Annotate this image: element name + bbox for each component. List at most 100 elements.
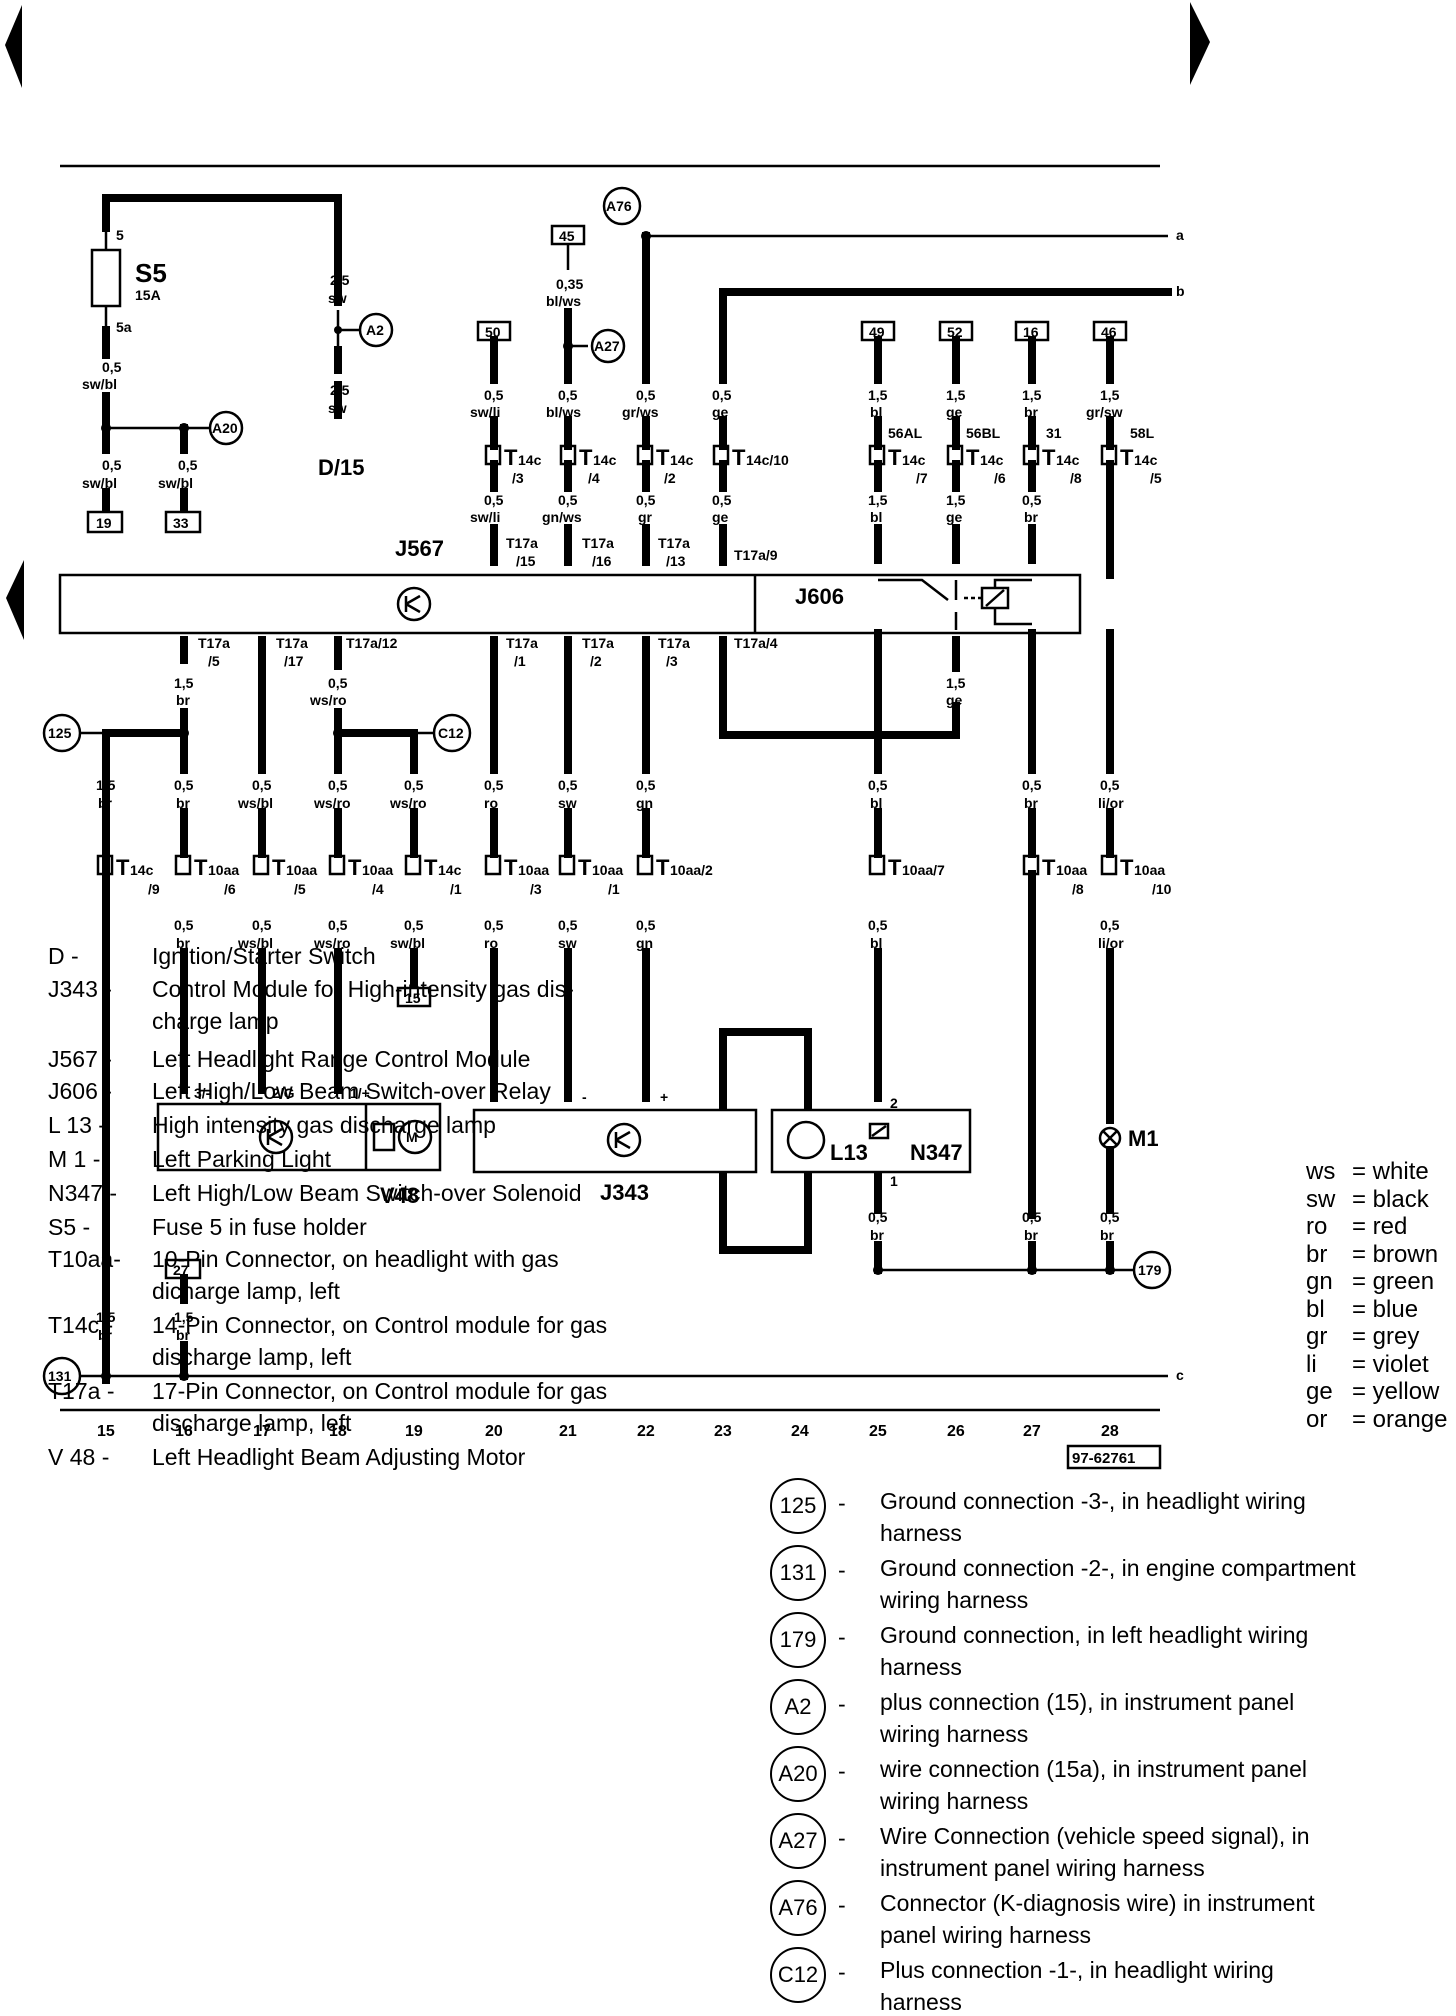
t17a-lower-labels: T17a/5 T17a/17 T17a/12 T17a/1 T17a/2 T17… <box>198 635 778 669</box>
ground-symbol-icon: A20 <box>770 1746 826 1802</box>
legend-description: dicharge lamp, left <box>152 1278 340 1304</box>
svg-text:ws/bl: ws/bl <box>237 795 273 811</box>
svg-text:0,5: 0,5 <box>252 777 272 793</box>
ground-legend-line1: wire connection (15a), in instrument pan… <box>880 1756 1308 1782</box>
svg-text:ge: ge <box>946 692 963 708</box>
ignition-switch-d15: D/15 <box>318 455 364 480</box>
svg-text:T17a: T17a <box>658 535 690 551</box>
svg-text:0,5: 0,5 <box>636 917 656 933</box>
svg-text:0,5: 0,5 <box>868 1209 888 1225</box>
svg-text:10aa: 10aa <box>592 862 623 878</box>
ground-legend-line1: Ground connection -3-, in headlight wiri… <box>880 1488 1306 1514</box>
svg-text:T: T <box>966 445 980 470</box>
color-code: or <box>1306 1405 1328 1433</box>
svg-text:0,5: 0,5 <box>328 675 348 691</box>
svg-text:0,5: 0,5 <box>558 917 578 933</box>
column-number: 17 <box>253 1423 271 1440</box>
svg-text:131: 131 <box>48 1368 72 1384</box>
color-code: ro <box>1306 1213 1328 1240</box>
legend-description: discharge lamp, left <box>152 1344 352 1370</box>
svg-text:14c: 14c <box>518 452 542 468</box>
ground-legend-line1: Connector (K-diagnosis wire) in instrume… <box>880 1890 1315 1916</box>
svg-text:T: T <box>1120 445 1134 470</box>
svg-text:ro: ro <box>484 935 498 951</box>
svg-text:2,5: 2,5 <box>330 272 350 288</box>
svg-text:0,5: 0,5 <box>404 917 424 933</box>
svg-text:+: + <box>660 1089 668 1105</box>
svg-text:T: T <box>504 855 518 880</box>
svg-text:/1: /1 <box>514 653 526 669</box>
svg-text:T: T <box>272 855 286 880</box>
svg-text:T17a: T17a <box>658 635 690 651</box>
color-name: = green <box>1352 1268 1435 1295</box>
legend-code: V 48 - <box>48 1444 110 1470</box>
svg-text:sw: sw <box>558 935 577 951</box>
svg-text:T: T <box>656 445 670 470</box>
svg-text:T: T <box>579 445 593 470</box>
color-code: bl <box>1306 1295 1325 1323</box>
svg-text:0,5: 0,5 <box>102 359 122 375</box>
edge-ref-b: b <box>1176 283 1185 299</box>
page-back-arrow-icon[interactable] <box>5 5 22 88</box>
svg-text:li/or: li/or <box>1098 795 1124 811</box>
lamp-l13-label: L13 <box>830 1140 868 1165</box>
column-number: 24 <box>791 1423 809 1440</box>
svg-text:0,5: 0,5 <box>712 492 732 508</box>
svg-text:0,5: 0,5 <box>174 777 194 793</box>
ground-legend-line2: harness <box>880 1520 962 1546</box>
svg-text:0,5: 0,5 <box>102 457 122 473</box>
svg-text:T17a: T17a <box>582 535 614 551</box>
module-j567-label: J567 <box>395 536 444 561</box>
ground-legend-line1: Ground connection, in left headlight wir… <box>880 1622 1309 1648</box>
svg-text:A2: A2 <box>366 322 384 338</box>
svg-text:1,5: 1,5 <box>1100 387 1120 403</box>
ground-legend-line2: wiring harness <box>880 1788 1029 1814</box>
terminal-19 <box>86 510 124 534</box>
svg-text:10aa: 10aa <box>1134 862 1165 878</box>
ground-legend-dash: - <box>838 1557 846 1583</box>
svg-text:/6: /6 <box>994 470 1006 486</box>
column-number: 19 <box>405 1423 423 1440</box>
ground-symbol-icon: C12 <box>770 1947 826 2003</box>
svg-text:sw/bl: sw/bl <box>390 935 425 951</box>
svg-text:/10: /10 <box>1152 881 1172 897</box>
svg-text:0,5: 0,5 <box>328 917 348 933</box>
svg-text:/8: /8 <box>1072 881 1084 897</box>
svg-text:br: br <box>98 795 113 811</box>
svg-text:T: T <box>732 445 746 470</box>
svg-text:0,5: 0,5 <box>868 777 888 793</box>
ground-legend-line2: instrument panel wiring harness <box>880 1855 1205 1881</box>
svg-text:0,5: 0,5 <box>1022 1209 1042 1225</box>
svg-text:/15: /15 <box>516 553 536 569</box>
svg-text:/4: /4 <box>372 881 384 897</box>
svg-text:/6: /6 <box>224 881 236 897</box>
svg-text:T: T <box>194 855 208 880</box>
ground-179-circle <box>1132 1250 1172 1290</box>
svg-text:bl: bl <box>870 509 882 525</box>
svg-text:/2: /2 <box>590 653 602 669</box>
svg-text:/4: /4 <box>588 470 600 486</box>
connection-a76-circle <box>602 186 642 226</box>
column-number: 23 <box>714 1423 732 1440</box>
svg-text:T: T <box>888 855 902 880</box>
svg-text:1,5: 1,5 <box>868 387 888 403</box>
svg-text:1,5: 1,5 <box>868 492 888 508</box>
svg-text:45: 45 <box>559 228 575 244</box>
svg-text:br: br <box>176 1327 191 1343</box>
svg-text:/8: /8 <box>1070 470 1082 486</box>
svg-text:/17: /17 <box>284 653 304 669</box>
ground-legend-line2: harness <box>880 1989 962 2015</box>
fuse-s5-label: S5 <box>135 258 167 288</box>
svg-text:1,5: 1,5 <box>96 1309 116 1325</box>
legend-code: L 13 - <box>48 1112 106 1138</box>
svg-text:T17a: T17a <box>506 535 538 551</box>
legend-code: N347 - <box>48 1180 118 1206</box>
page-forward-arrow-icon[interactable] <box>1190 2 1210 85</box>
legend-code: T17a - <box>48 1378 115 1404</box>
svg-text:gn: gn <box>636 935 653 951</box>
svg-text:1,5: 1,5 <box>946 387 966 403</box>
color-code: ge <box>1306 1378 1333 1405</box>
svg-text:T: T <box>656 855 670 880</box>
svg-text:/5: /5 <box>208 653 220 669</box>
svg-text:1,5: 1,5 <box>96 777 116 793</box>
